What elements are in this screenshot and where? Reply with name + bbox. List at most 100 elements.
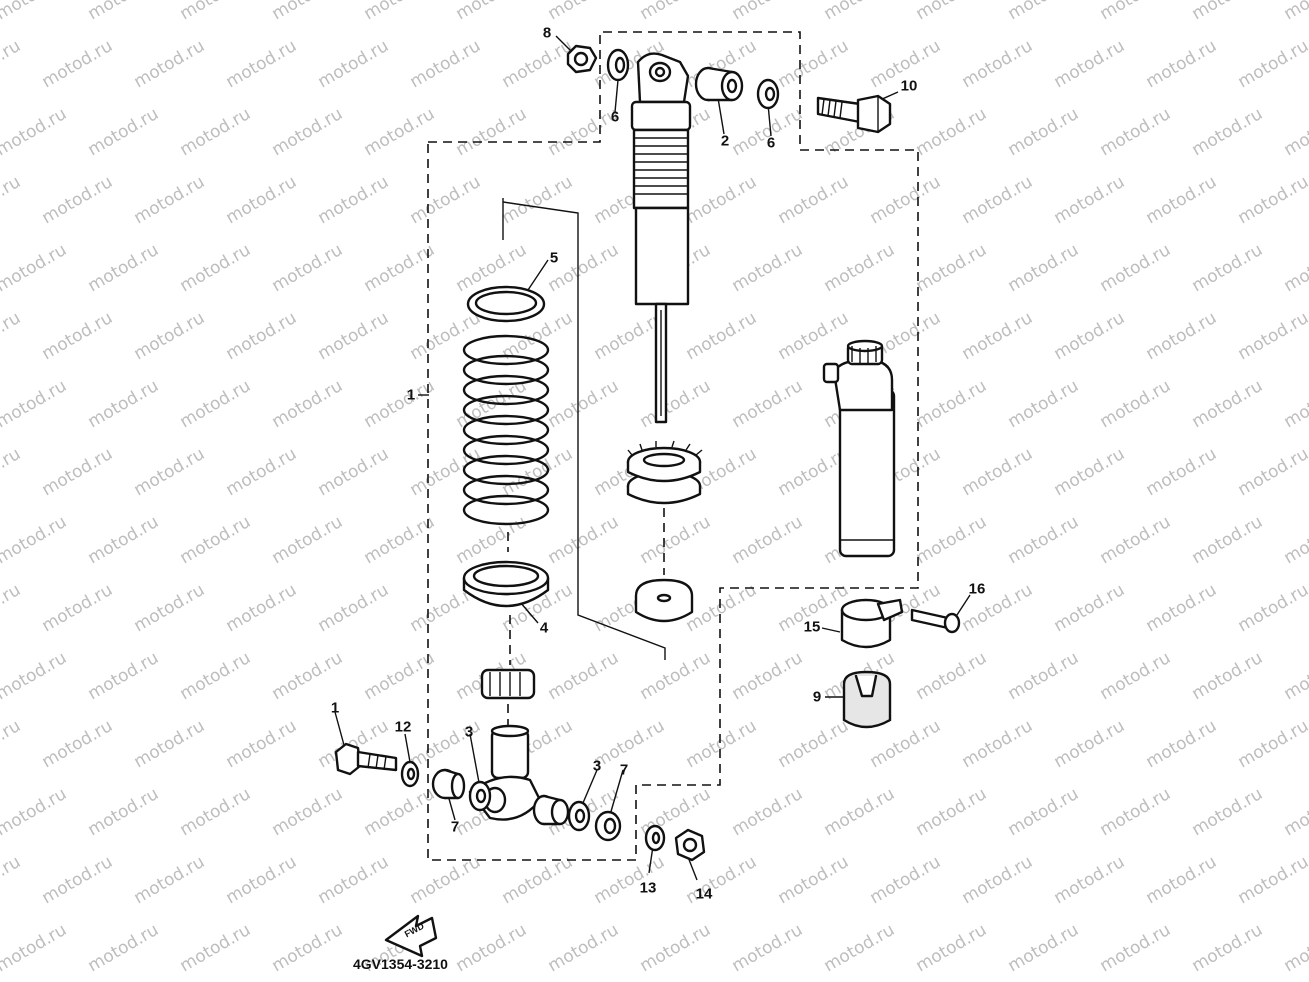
watermark-text: motod.ru	[821, 920, 899, 976]
assembly-boundary	[427, 31, 919, 861]
watermark-text: motod.ru	[453, 104, 531, 160]
watermark-text: motod.ru	[959, 172, 1037, 228]
watermark-text: motod.ru	[315, 36, 393, 92]
watermark-text: motod.ru	[177, 920, 255, 976]
watermark-text: motod.ru	[85, 648, 163, 704]
watermark-text: motod.ru	[453, 512, 531, 568]
watermark-text: motod.ru	[131, 308, 209, 364]
watermark-text: motod.ru	[1143, 716, 1221, 772]
fwd-direction-arrow	[384, 914, 438, 958]
bolt-10	[816, 94, 892, 134]
leader-lines	[334, 35, 971, 881]
watermark-text: motod.ru	[1051, 308, 1129, 364]
watermark-text: motod.ru	[0, 920, 70, 976]
watermark-text: motod.ru	[1143, 444, 1221, 500]
watermark-text: motod.ru	[223, 308, 301, 364]
watermark-text: motod.ru	[85, 512, 163, 568]
watermark-text: motod.ru	[39, 172, 117, 228]
watermark-text: motod.ru	[499, 444, 577, 500]
callout-3-left: 3	[464, 723, 474, 741]
watermark-text: motod.ru	[177, 512, 255, 568]
watermark-text: motod.ru	[1189, 376, 1267, 432]
watermark-text: motod.ru	[775, 308, 853, 364]
watermark-text: motod.ru	[131, 444, 209, 500]
watermark-text: motod.ru	[959, 308, 1037, 364]
watermark-text: motod.ru	[269, 512, 347, 568]
clamp-band-15	[840, 598, 904, 649]
nut-14	[674, 828, 706, 862]
watermark-text: motod.ru	[0, 784, 70, 840]
watermark-text: motod.ru	[959, 36, 1037, 92]
watermark-text: motod.ru	[1235, 308, 1309, 364]
watermark-text: motod.ru	[1005, 648, 1083, 704]
watermark-text: motod.ru	[1143, 308, 1221, 364]
watermark-text: motod.ru	[1143, 36, 1221, 92]
watermark-text: motod.ru	[1235, 580, 1309, 636]
watermark-text: motod.ru	[407, 308, 485, 364]
watermark-text: motod.ru	[177, 104, 255, 160]
shock-absorber-body	[630, 52, 692, 424]
watermark-text: motod.ru	[1281, 648, 1309, 704]
watermark-text: motod.ru	[729, 376, 807, 432]
callout-7-left: 7	[450, 818, 460, 836]
watermark-text: motod.ru	[913, 512, 991, 568]
watermark-text: motod.ru	[775, 172, 853, 228]
watermark-text: motod.ru	[1051, 36, 1129, 92]
watermark-text: motod.ru	[729, 104, 807, 160]
watermark-text: motod.ru	[545, 920, 623, 976]
callout-1-bolt: 1	[330, 699, 340, 717]
watermark-text: motod.ru	[683, 172, 761, 228]
watermark-text: motod.ru	[1097, 104, 1175, 160]
watermark-text: motod.ru	[407, 172, 485, 228]
washer-12	[400, 760, 420, 788]
collar-7-left	[431, 768, 466, 800]
watermark-text: motod.ru	[177, 0, 255, 24]
watermark-text: motod.ru	[959, 444, 1037, 500]
watermark-text: motod.ru	[867, 172, 945, 228]
watermark-text: motod.ru	[177, 784, 255, 840]
watermark-text: motod.ru	[223, 716, 301, 772]
callout-1-assembly: 1	[406, 386, 416, 404]
nut-8	[566, 44, 598, 74]
watermark-text: motod.ru	[1097, 240, 1175, 296]
watermark-text: motod.ru	[545, 512, 623, 568]
watermark-text: motod.ru	[913, 104, 991, 160]
spring-guide-4	[462, 560, 550, 608]
watermark-text: motod.ru	[269, 648, 347, 704]
watermark-text: motod.ru	[315, 444, 393, 500]
watermark-text: motod.ru	[729, 648, 807, 704]
watermark-text: motod.ru	[1281, 920, 1309, 976]
watermark-text: motod.ru	[453, 0, 531, 24]
watermark-text: motod.ru	[545, 0, 623, 24]
watermark-text: motod.ru	[1005, 240, 1083, 296]
watermark-text: motod.ru	[913, 648, 991, 704]
watermark-text: motod.ru	[85, 920, 163, 976]
watermark-text: motod.ru	[637, 512, 715, 568]
watermark-text: motod.ru	[0, 36, 24, 92]
watermark-text: motod.ru	[775, 36, 853, 92]
watermark-text: motod.ru	[361, 0, 439, 24]
reservoir-tank	[822, 339, 896, 558]
watermark-text: motod.ru	[0, 104, 70, 160]
callout-3-right: 3	[592, 757, 602, 775]
watermark-text: motod.ru	[1051, 852, 1129, 908]
watermark-text: motod.ru	[1005, 512, 1083, 568]
callout-16: 16	[968, 580, 986, 598]
watermark-text: motod.ru	[0, 444, 24, 500]
screw-16	[910, 608, 961, 634]
callout-5: 5	[549, 249, 559, 267]
watermark-text: motod.ru	[545, 648, 623, 704]
callout-13: 13	[639, 879, 657, 897]
watermark-text: motod.ru	[85, 240, 163, 296]
watermark-text: motod.ru	[177, 376, 255, 432]
watermark-text: motod.ru	[1097, 0, 1175, 24]
watermark-text: motod.ru	[1051, 444, 1129, 500]
watermark-text: motod.ru	[913, 0, 991, 24]
watermark-text: motod.ru	[913, 920, 991, 976]
watermark-text: motod.ru	[729, 920, 807, 976]
watermark-text: motod.ru	[1281, 376, 1309, 432]
watermark-text: motod.ru	[0, 716, 24, 772]
watermark-text: motod.ru	[683, 716, 761, 772]
watermark-text: motod.ru	[315, 308, 393, 364]
watermark-text: motod.ru	[683, 852, 761, 908]
